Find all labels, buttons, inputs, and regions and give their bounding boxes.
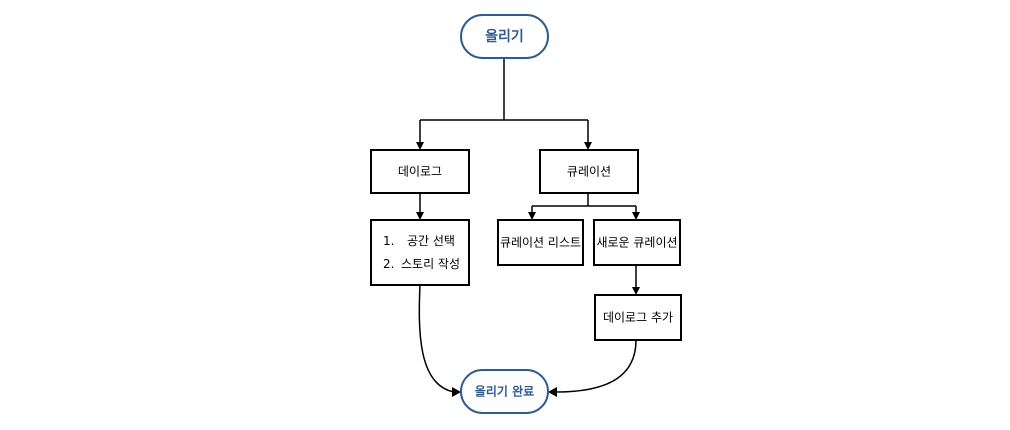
step-2-text: 스토리 작성 (401, 257, 460, 271)
dailog-node-label: 데이로그 (398, 165, 442, 179)
end-node: 올리기 완료 (460, 369, 549, 414)
step-1-text: 공간 선택 (407, 234, 455, 248)
steps-node: 1. 공간 선택 2. 스토리 작성 (370, 219, 470, 286)
start-node-label: 올리기 (485, 28, 524, 45)
curation-node-label: 큐레이션 (567, 165, 611, 179)
connector-steps-to-end (418, 284, 455, 393)
curation-list-node: 큐레이션 리스트 (497, 219, 584, 266)
dailog-node: 데이로그 (370, 149, 470, 194)
add-dailog-node: 데이로그 추가 (594, 294, 682, 341)
arrowhead-to-add-dailog (632, 287, 640, 295)
arrowhead-to-curation (584, 142, 592, 150)
arrowhead-steps-to-end (452, 387, 461, 397)
connector-add-to-end (555, 339, 637, 393)
connectors (416, 58, 640, 397)
curation-list-node-label: 큐레이션 리스트 (500, 236, 581, 250)
step-2-number: 2. (383, 257, 394, 271)
add-dailog-node-label: 데이로그 추가 (603, 311, 673, 325)
arrowhead-to-curation-list (528, 212, 536, 220)
arrowhead-to-steps (416, 212, 424, 220)
arrowhead-to-new-curation (632, 212, 640, 220)
end-node-label: 올리기 완료 (475, 384, 534, 399)
start-node: 올리기 (460, 14, 549, 59)
arrowhead-to-dailog (416, 142, 424, 150)
new-curation-node: 새로운 큐레이션 (593, 219, 681, 266)
curation-node: 큐레이션 (539, 149, 639, 194)
step-1-number: 1. (383, 234, 394, 248)
arrowhead-add-to-end (548, 387, 557, 397)
new-curation-node-label: 새로운 큐레이션 (596, 236, 677, 250)
